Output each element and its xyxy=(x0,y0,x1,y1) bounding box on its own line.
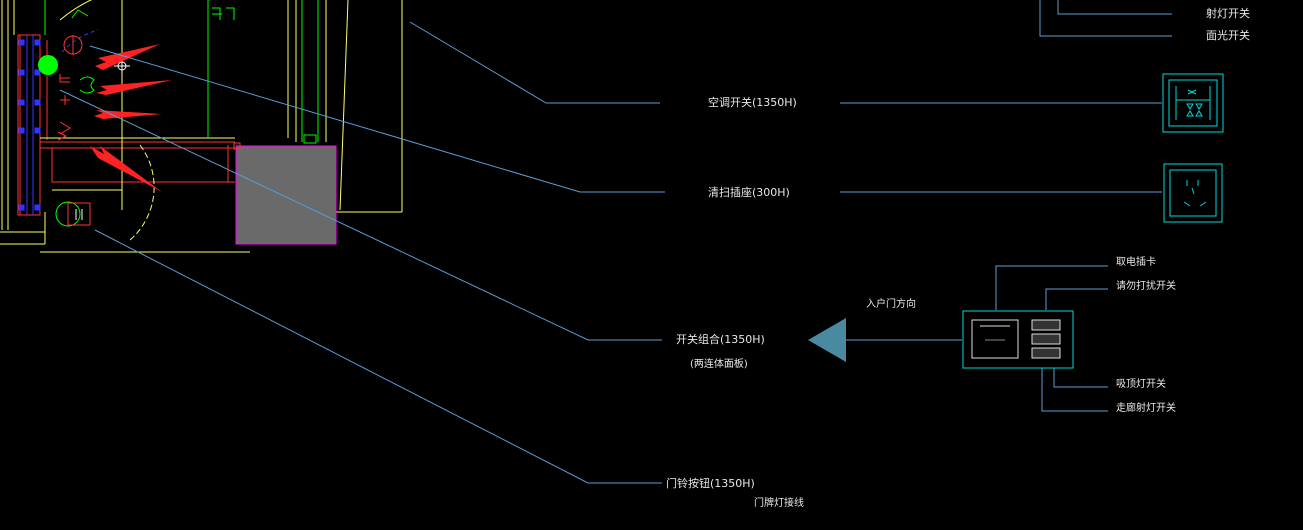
label-doorbell-sub: 门牌灯接线 xyxy=(754,498,804,509)
label-dnd-switch: 请勿打扰开关 xyxy=(1116,281,1176,292)
leader-lines xyxy=(59,0,1172,484)
label-ceiling-light-switch: 吸顶灯开关 xyxy=(1116,379,1166,390)
red-callout-arrows xyxy=(90,44,172,192)
label-corridor-light-switch: 走廊射灯开关 xyxy=(1116,403,1176,414)
label-ac-switch: 空调开关(1350H) xyxy=(708,96,797,109)
green-glyphs xyxy=(71,9,95,94)
label-cleaning-socket: 清扫插座(300H) xyxy=(708,186,790,199)
switch-combo-panel-symbol xyxy=(962,310,1074,369)
doorbell-symbol xyxy=(55,201,91,227)
cleaning-socket-symbol xyxy=(1163,163,1223,223)
label-switch-combo: 开关组合(1350H) xyxy=(676,333,765,346)
label-spotlight-switch: 射灯开关 xyxy=(1206,7,1250,20)
green-dot-marker xyxy=(38,55,58,75)
ac-switch-symbol xyxy=(1162,73,1224,133)
entry-direction-arrow xyxy=(808,318,846,362)
wall-marking-glyphs xyxy=(57,35,83,141)
label-face-light-switch: 面光开关 xyxy=(1206,29,1250,42)
label-power-card: 取电插卡 xyxy=(1116,257,1156,268)
label-entry-direction: 入户门方向 xyxy=(866,299,916,310)
floor-plan-walls xyxy=(0,0,403,253)
label-doorbell: 门铃按钮(1350H) xyxy=(666,477,755,490)
label-switch-combo-sub: (两连体面板) xyxy=(690,359,748,370)
